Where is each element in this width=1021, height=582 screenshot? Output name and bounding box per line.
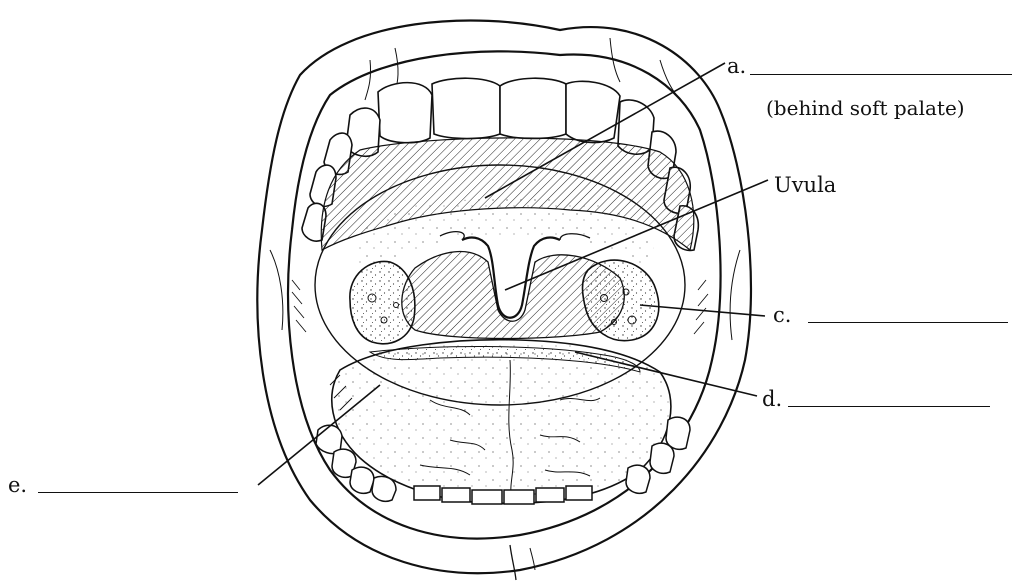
answer-blank-a[interactable] <box>750 74 1012 75</box>
answer-blank-d[interactable] <box>788 406 990 407</box>
label-a: a. <box>727 56 746 77</box>
label-e: e. <box>8 475 27 496</box>
label-uvula: Uvula <box>774 175 836 196</box>
label-d: d. <box>762 389 782 410</box>
answer-blank-c[interactable] <box>808 322 1008 323</box>
label-c: c. <box>773 305 791 326</box>
answer-blank-e[interactable] <box>38 492 238 493</box>
label-a-note: (behind soft palate) <box>766 98 965 118</box>
